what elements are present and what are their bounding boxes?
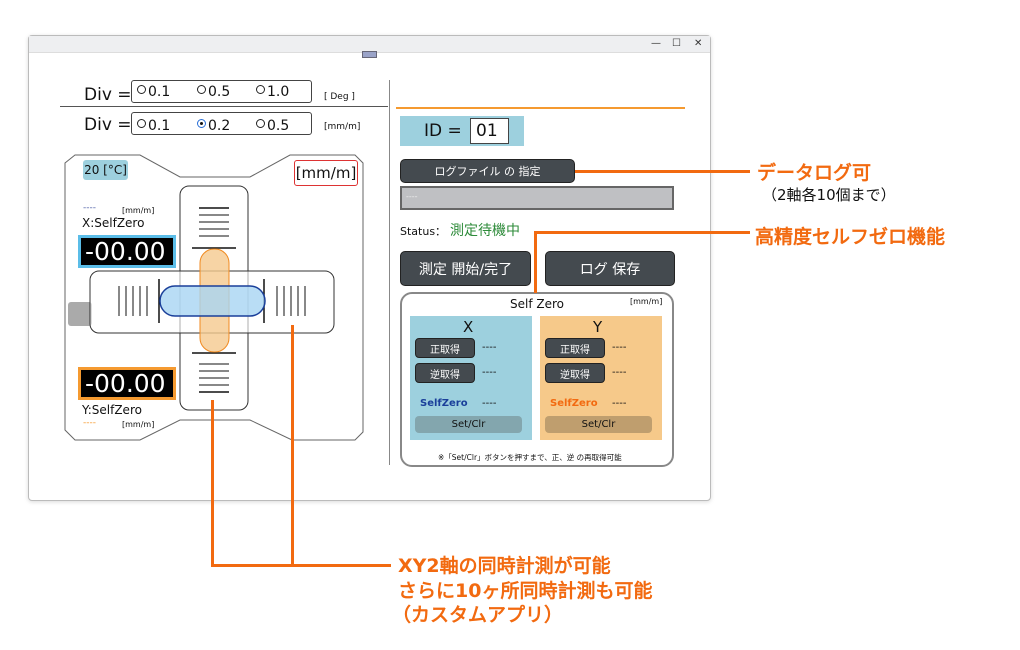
unit-badge: [mm/m] [294,160,358,186]
callout-line-y [211,400,214,567]
radio-selected-icon [197,119,206,128]
radio-mm-0.2[interactable]: 0.2 [197,118,230,134]
deg-div-radio-group: 0.1 0.5 1.0 [131,80,312,103]
orange-divider [396,107,685,109]
y-unit: [mm/m] [122,420,155,429]
callout-line-selfzero-v [534,231,537,293]
x-selfzero-label: X:SelfZero [82,216,145,230]
annotation-xy-2: さらに10ヶ所同時計測も可能 [398,580,653,602]
close-button[interactable]: ✕ [694,38,703,49]
deg-unit: [ Deg ] [324,92,355,102]
minimize-button[interactable]: — [651,38,661,49]
x-unit: [mm/m] [122,206,155,215]
start-stop-button[interactable]: 測定 開始/完了 [400,251,531,286]
annotation-selfzero: 高精度セルフゼロ機能 [755,226,946,248]
collapse-handle-icon[interactable] [362,51,377,58]
level-gauge [64,154,364,441]
callout-line-xy [211,564,391,567]
y-title: Y [593,318,603,336]
x-value-display: -00.00 [78,235,176,268]
y-reverse-value: ---- [612,367,627,378]
annotation-xy-1: XY2軸の同時計測が可能 [398,555,611,577]
radio-label: 0.2 [208,118,231,134]
callout-line-selfzero-h [534,231,750,234]
radio-circle-icon [256,85,265,94]
gauge-tab [68,302,92,326]
save-log-button[interactable]: ログ 保存 [545,251,675,286]
selfzero-panel: Self Zero [mm/m] X 正取得 ---- 逆取得 ---- Sel… [400,292,674,467]
radio-circle-icon [197,85,206,94]
mm-div-radio-group: 0.1 0.2 0.5 [131,112,312,135]
x-set-clr-button[interactable]: Set/Clr [415,416,522,433]
maximize-button[interactable]: ☐ [672,38,681,49]
x-title: X [463,318,474,336]
radio-circle-icon [256,119,265,128]
x-dash: ---- [83,203,96,213]
x-selfzero-result-label: SelfZero [420,398,468,409]
radio-label: 0.5 [267,118,290,134]
x-forward-value: ---- [482,342,497,353]
selfzero-unit: [mm/m] [630,297,663,306]
y-selfzero-label: Y:SelfZero [82,403,142,417]
y-reverse-button[interactable]: 逆取得 [545,363,605,383]
divider [60,106,388,107]
y-dash: ---- [83,418,96,428]
radio-label: 0.5 [208,84,231,100]
radio-label: 1.0 [267,84,290,100]
x-forward-button[interactable]: 正取得 [415,338,475,358]
radio-circle-icon [137,119,146,128]
x-reverse-value: ---- [482,367,497,378]
log-path-field[interactable]: ---- [400,186,674,210]
radio-label: 0.1 [148,84,171,100]
radio-deg-1.0[interactable]: 1.0 [256,84,289,100]
log-file-button[interactable]: ログファイル の 指定 [400,159,575,183]
selfzero-title: Self Zero [510,297,564,311]
id-input[interactable]: 01 [470,118,509,144]
radio-mm-0.5[interactable]: 0.5 [256,118,289,134]
annotation-log-sub: （2軸各10個まで） [762,186,896,204]
radio-label: 0.1 [148,118,171,134]
id-panel: ID = 01 [400,116,524,146]
y-value-display: -00.00 [78,367,176,400]
y-set-clr-button[interactable]: Set/Clr [545,416,652,433]
status-label: Status： [400,225,447,238]
callout-line-x [291,325,294,567]
radio-mm-0.1[interactable]: 0.1 [137,118,170,134]
mm-unit: [mm/m] [324,122,361,132]
mm-div-label: Div = [84,115,132,135]
selfzero-note: ※「Set/Clr」ボタンを押すまで、正、逆 の再取得可能 [438,453,622,462]
x-reverse-button[interactable]: 逆取得 [415,363,475,383]
status-value: 測定待機中 [450,223,520,239]
x-selfzero-section: X 正取得 ---- 逆取得 ---- SelfZero ---- Set/Cl… [410,316,532,440]
annotation-xy-3: （カスタムアプリ） [392,604,564,626]
x-bubble [159,285,266,317]
x-selfzero-result-value: ---- [482,398,497,409]
temperature-badge: 20 [°C] [83,160,128,180]
y-selfzero-result-label: SelfZero [550,398,598,409]
radio-deg-0.1[interactable]: 0.1 [137,84,170,100]
radio-deg-0.5[interactable]: 0.5 [197,84,230,100]
deg-div-label: Div = [84,85,132,105]
vertical-divider [389,80,390,465]
y-selfzero-section: Y 正取得 ---- 逆取得 ---- SelfZero ---- Set/Cl… [540,316,662,440]
id-label: ID = [424,121,462,141]
callout-line-log [575,170,750,173]
annotation-log: データログ可 [757,162,872,184]
radio-circle-icon [137,85,146,94]
y-forward-value: ---- [612,342,627,353]
y-forward-button[interactable]: 正取得 [545,338,605,358]
y-selfzero-result-value: ---- [612,398,627,409]
